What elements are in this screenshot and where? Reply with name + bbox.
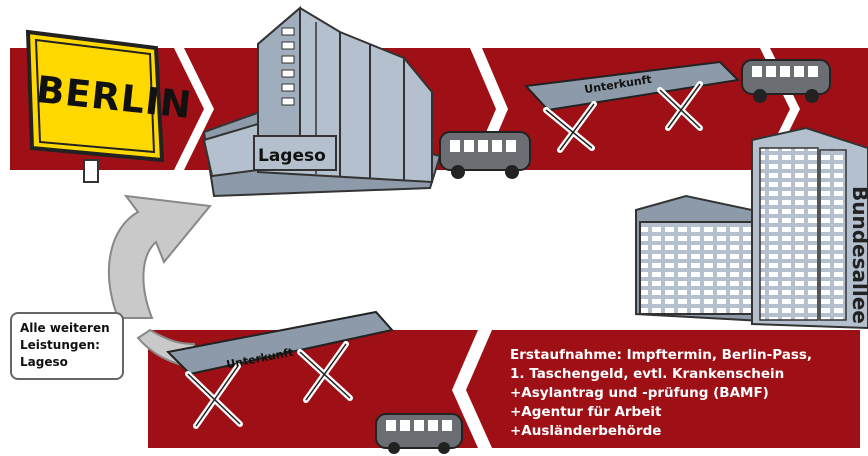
- bus-icon: [742, 60, 830, 103]
- initial-reception-info: Erstaufnahme: Impftermin, Berlin-Pass, 1…: [510, 346, 812, 441]
- info-line: Erstaufnahme: Impftermin, Berlin-Pass,: [510, 346, 812, 365]
- lageso-label: Lageso: [258, 146, 326, 166]
- callout-line: Alle weiteren: [20, 320, 114, 337]
- info-line: +Agentur für Arbeit: [510, 403, 812, 422]
- callout-line: Lageso: [20, 354, 114, 371]
- bus-icon: [440, 132, 530, 179]
- info-line: 1. Taschengeld, evtl. Krankenschein: [510, 365, 812, 384]
- info-line: +Ausländerbehörde: [510, 422, 812, 441]
- services-callout: Alle weiteren Leistungen: Lageso: [10, 312, 124, 380]
- bundesallee-label: Bundesallee: [848, 186, 868, 324]
- info-line: +Asylantrag und -prüfung (BAMF): [510, 384, 812, 403]
- callout-line: Leistungen:: [20, 337, 114, 354]
- bus-icon: [376, 414, 462, 454]
